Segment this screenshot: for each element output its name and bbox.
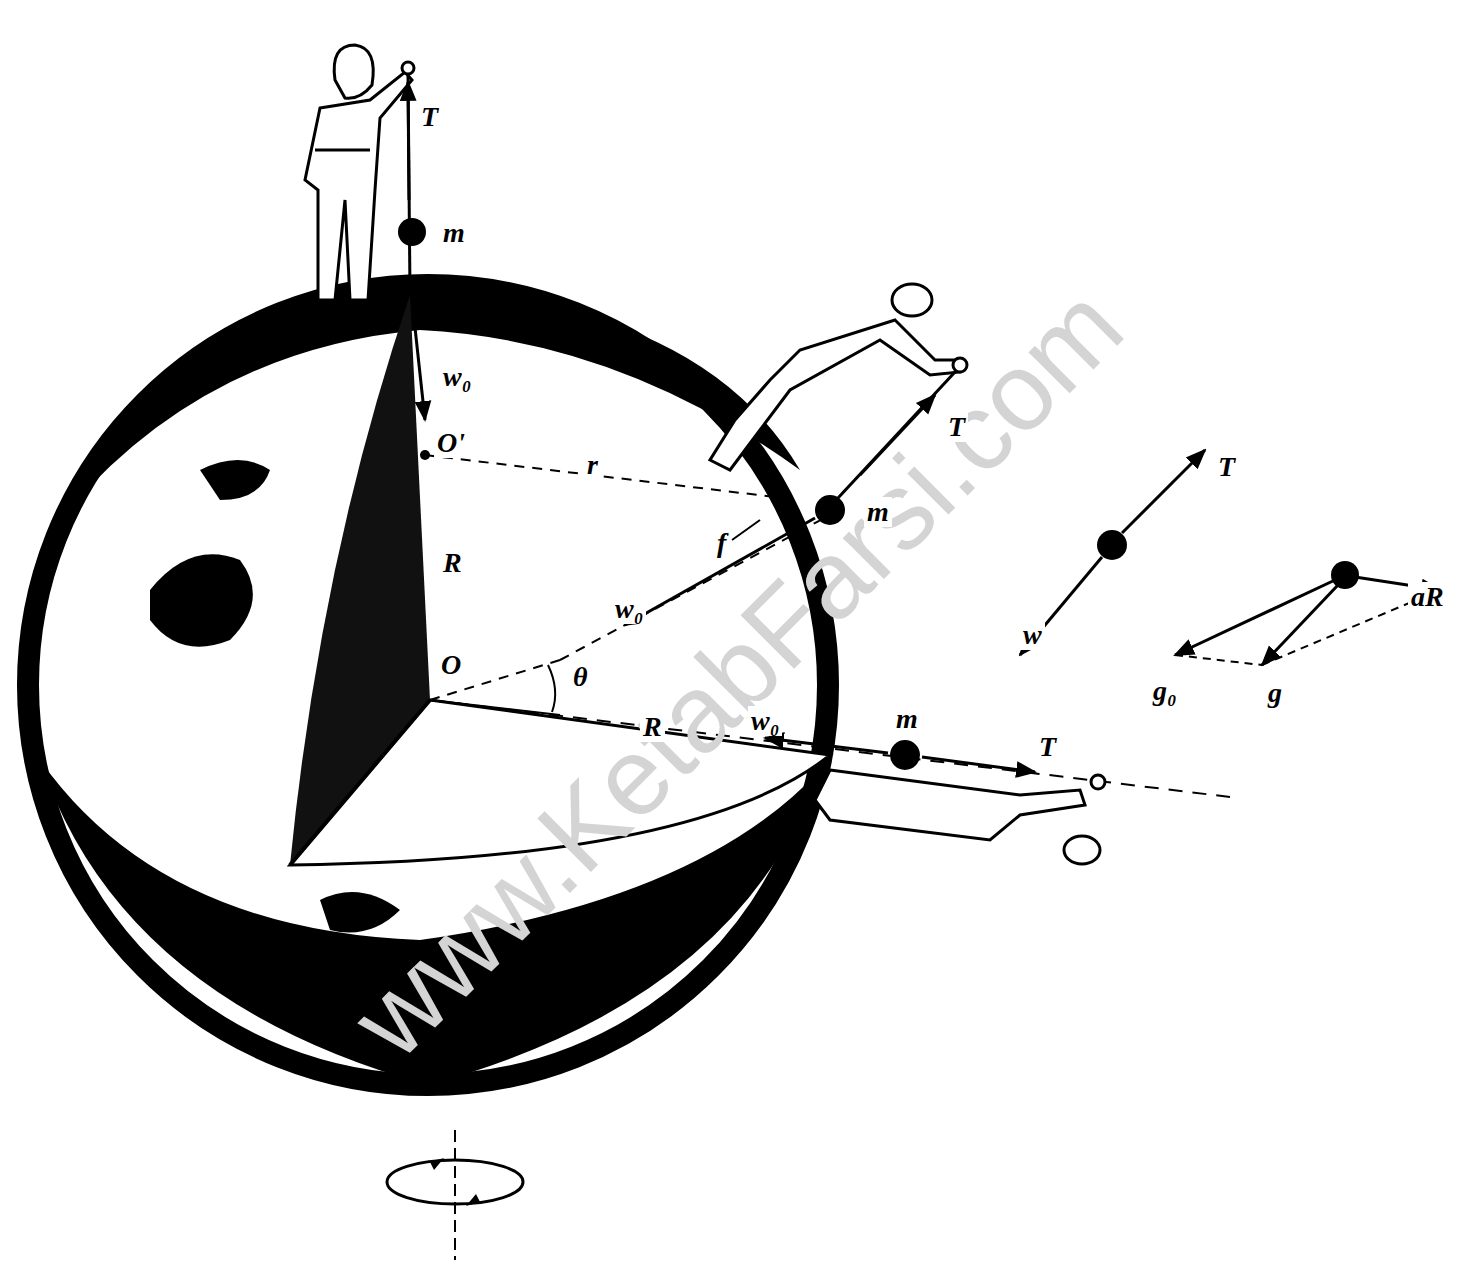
force-label: w [1020, 620, 1045, 650]
vector-label: g₀ [1150, 676, 1180, 706]
angle-label: θ [570, 662, 591, 692]
length-label: R [640, 712, 665, 742]
mass-label: m [440, 218, 468, 248]
length-label: R [440, 548, 465, 578]
vector-label: aR [1408, 582, 1447, 612]
force-label: w₀ [748, 706, 782, 736]
force-label: w₀ [440, 362, 474, 392]
force-label: T [418, 102, 441, 132]
vector-label: g [1265, 678, 1285, 708]
point-label: O' [434, 428, 468, 458]
mass-label: m [864, 497, 892, 527]
mass-label: m [893, 704, 921, 734]
length-label: r [584, 450, 601, 480]
force-label: T [1215, 452, 1238, 482]
angle-label: f [714, 528, 729, 558]
force-label: w₀ [612, 594, 646, 624]
force-label: T [945, 412, 968, 442]
force-label: T [1036, 732, 1059, 762]
point-label: O [438, 650, 464, 680]
